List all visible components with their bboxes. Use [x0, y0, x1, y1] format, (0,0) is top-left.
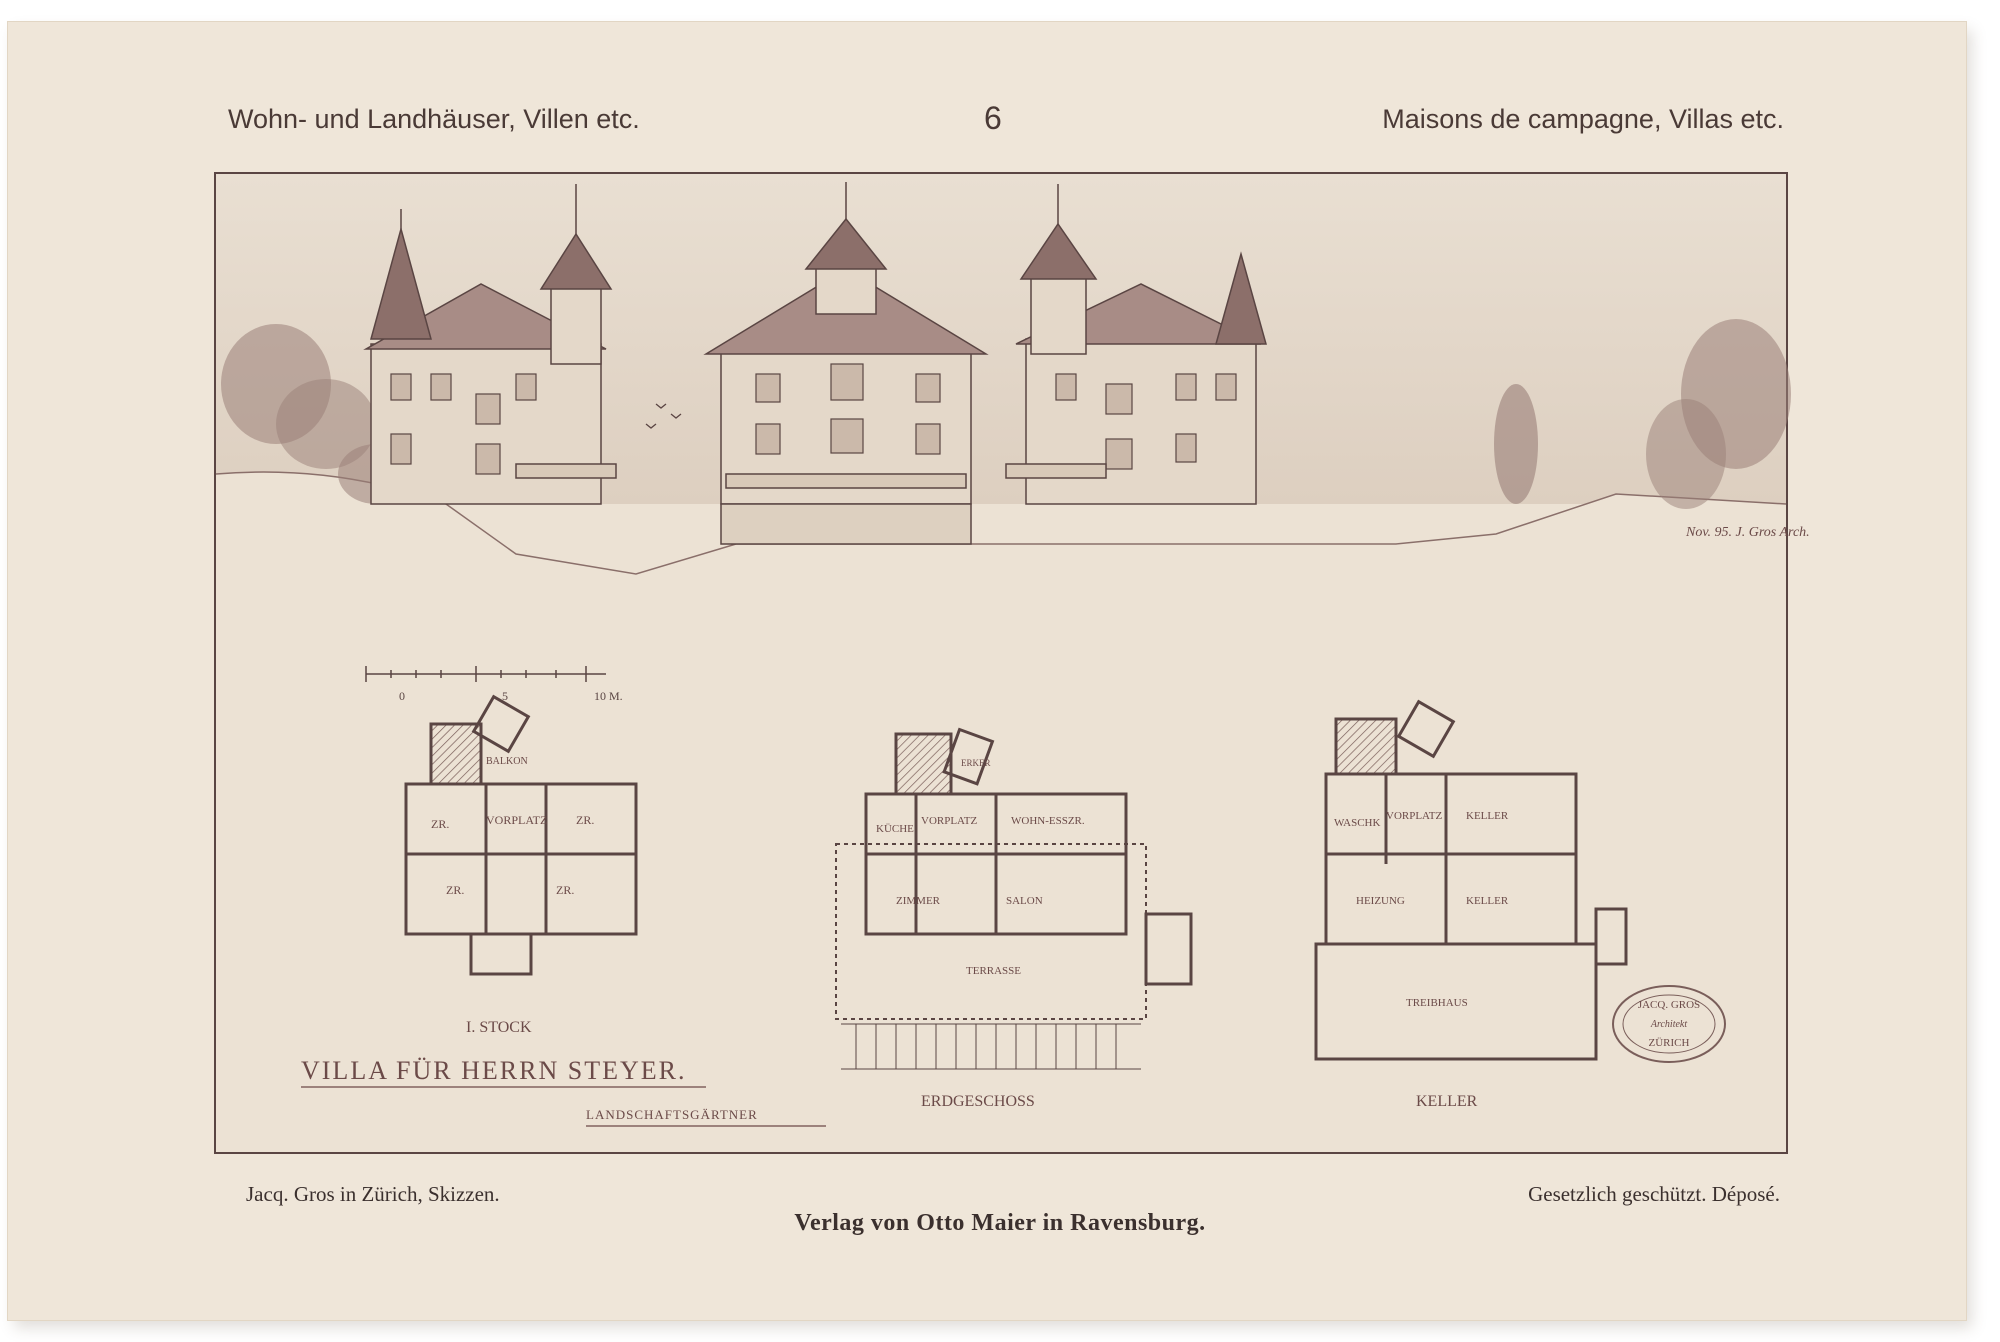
- header-right-title: Maisons de campagne, Villas etc.: [1382, 104, 1784, 134]
- page-number: 6: [984, 100, 1002, 136]
- elevation-center: [703, 182, 989, 545]
- scale-label-10: 10 M.: [594, 689, 623, 703]
- signature: Nov. 95. J. Gros Arch.: [1685, 525, 1810, 540]
- plan-ground-floor: [835, 727, 1193, 1020]
- plan2-room-6: TERRASSE: [966, 965, 1021, 977]
- footer-left-credit: Jacq. Gros in Zürich, Skizzen.: [246, 1182, 500, 1206]
- villa-title: VILLA FÜR HERRN STEYER.: [301, 1056, 686, 1085]
- terrace-deck: [841, 1023, 1141, 1070]
- birds: [645, 403, 682, 429]
- stamp-line2: Architekt: [1650, 1019, 1688, 1030]
- stamp-line3: ZÜRICH: [1649, 1037, 1690, 1049]
- plan1-room-3: ZR.: [576, 813, 594, 827]
- plan2-room-3: WOHN-ESSZR.: [1011, 815, 1085, 827]
- plan-cellar: [1314, 699, 1628, 1061]
- plan2-room-1: KÜCHE: [876, 823, 914, 835]
- plan1-room-4: ZR.: [446, 883, 464, 897]
- architectural-plate: Nov. 95. J. Gros Arch. 0 5 10 M. ZR. VOR…: [214, 172, 1810, 1154]
- architect-stamp: JACQ. GROS Architekt ZÜRICH: [1612, 985, 1726, 1063]
- villa-subtitle: LANDSCHAFTSGÄRTNER: [586, 1107, 758, 1122]
- plan3-room-6: TREIBHAUS: [1406, 997, 1468, 1009]
- plan2-room-7: ERKER: [961, 758, 991, 768]
- scale-label-5: 5: [502, 689, 508, 703]
- ground: [216, 472, 1786, 1152]
- footer-publisher: Verlag von Otto Maier in Ravensburg.: [794, 1210, 1206, 1236]
- elevation-right: [1005, 184, 1267, 505]
- plan1-room-6: BALKON: [486, 756, 528, 767]
- scale-bar: [365, 666, 606, 682]
- plan1-room-1: ZR.: [431, 817, 449, 831]
- footer-right-rights: Gesetzlich geschützt. Déposé.: [1528, 1182, 1780, 1206]
- plan2-room-2: VORPLATZ: [921, 815, 978, 827]
- scale-label-0: 0: [399, 689, 405, 703]
- plan-first-floor: [404, 694, 638, 976]
- plan2-room-4: ZIMMER: [896, 895, 941, 907]
- plan1-room-5: ZR.: [556, 883, 574, 897]
- plan3-room-4: HEIZUNG: [1356, 895, 1405, 907]
- caption-cellar: KELLER: [1416, 1093, 1478, 1110]
- caption-ground-floor: ERDGESCHOSS: [921, 1093, 1035, 1110]
- plan2-room-5: SALON: [1006, 895, 1043, 907]
- elevation-left: [363, 184, 617, 505]
- header-left-title: Wohn- und Landhäuser, Villen etc.: [228, 104, 640, 134]
- plate-drawing: Nov. 95. J. Gros Arch. 0 5 10 M. ZR. VOR…: [215, 174, 1810, 1152]
- plan3-room-2: VORPLATZ: [1386, 810, 1443, 822]
- caption-first-floor: I. STOCK: [466, 1019, 532, 1036]
- plan1-room-2: VORPLATZ: [486, 813, 547, 827]
- plan3-room-5: KELLER: [1466, 895, 1509, 907]
- stamp-line1: JACQ. GROS: [1638, 999, 1700, 1011]
- plan3-room-3: KELLER: [1466, 810, 1509, 822]
- trees-right: [1494, 319, 1791, 509]
- plan3-room-1: WASCHK: [1334, 817, 1381, 829]
